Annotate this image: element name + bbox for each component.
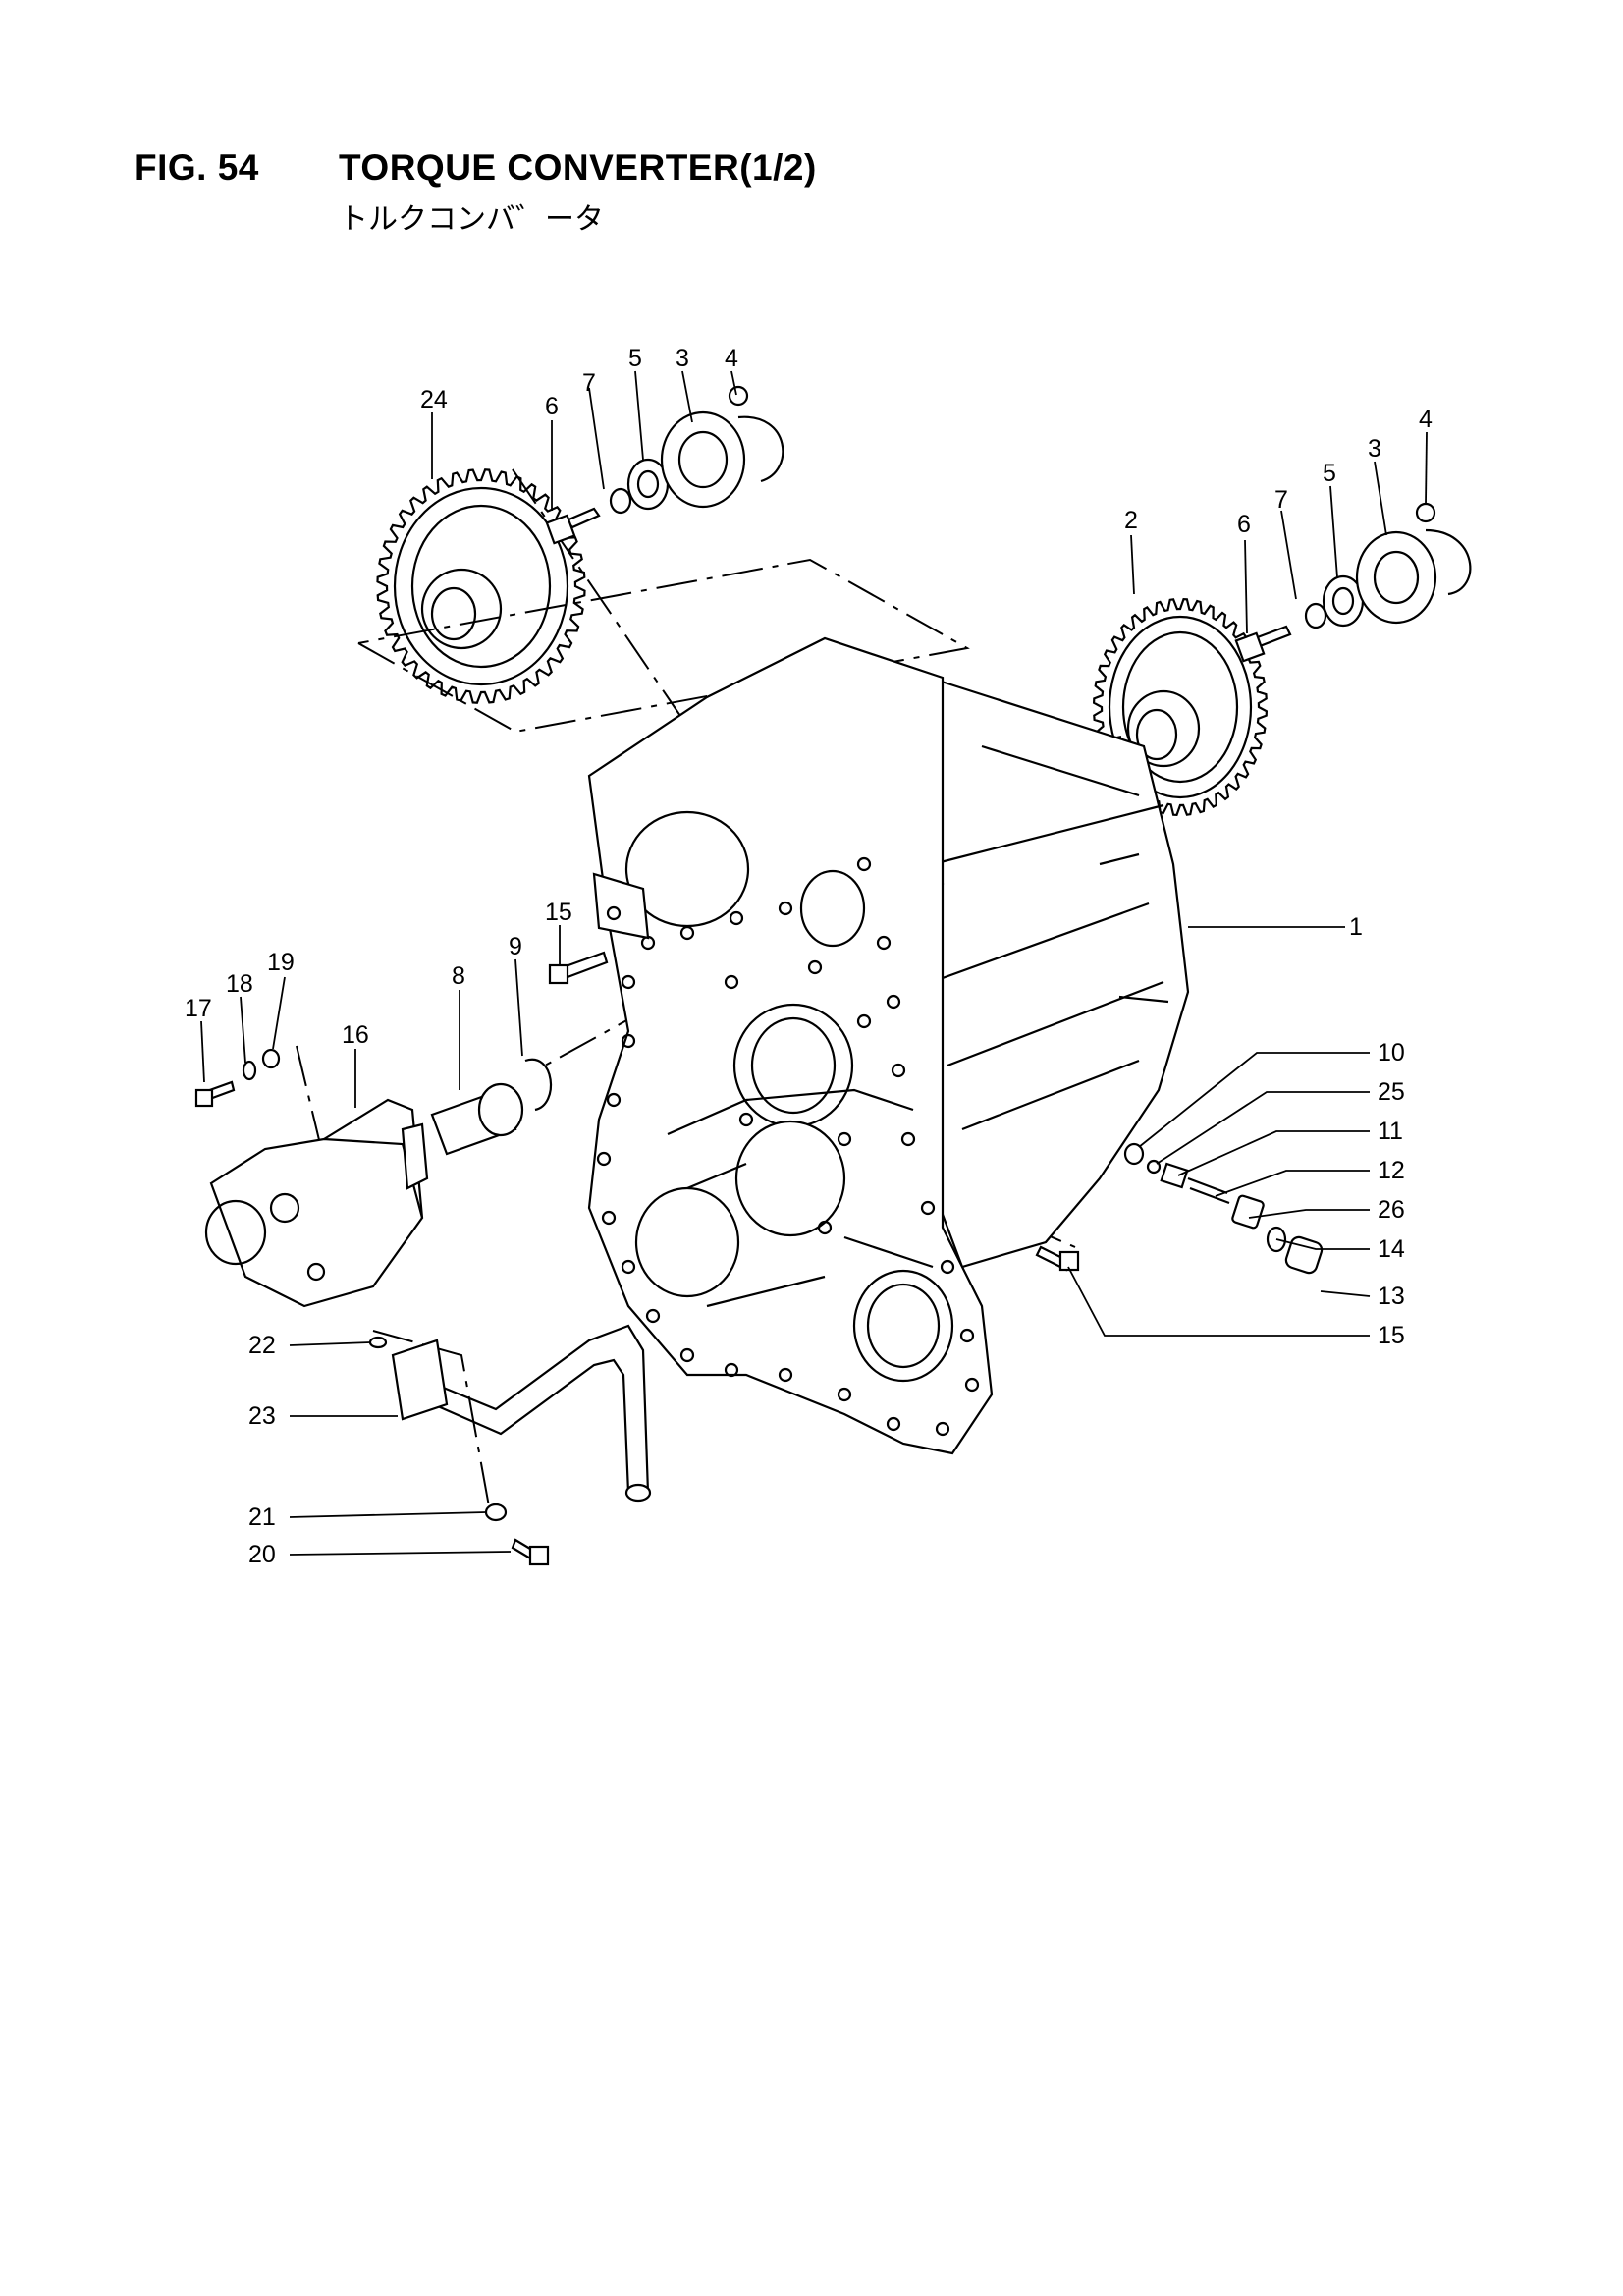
callout-12: 12 xyxy=(1378,1157,1405,1184)
callout-22: 22 xyxy=(248,1332,276,1359)
figure-title: TORQUE CONVERTER(1/2) xyxy=(339,147,817,188)
bolt-hole xyxy=(679,1347,695,1363)
bolt-hole xyxy=(964,1377,980,1393)
callout-16: 16 xyxy=(342,1021,369,1049)
bolt-hole xyxy=(891,1063,906,1078)
callout-6: 6 xyxy=(545,393,559,420)
callout-17: 17 xyxy=(185,995,212,1022)
callout-10: 10 xyxy=(1378,1039,1405,1066)
bolt-hole xyxy=(621,1033,636,1049)
bolt-hole xyxy=(935,1421,950,1437)
figure-number: FIG. 54 xyxy=(135,147,259,188)
spline-shaft-8 xyxy=(430,1082,524,1156)
callout-15: 15 xyxy=(1378,1322,1405,1349)
bolt-hole xyxy=(959,1328,975,1343)
callout-18: 18 xyxy=(226,970,253,998)
callout-9: 9 xyxy=(509,933,522,960)
bolt-hole xyxy=(778,1367,793,1383)
torque-converter-housing xyxy=(587,636,1190,1455)
bolt-hole xyxy=(920,1200,936,1216)
callout-5: 5 xyxy=(1323,460,1336,487)
bolt-hole xyxy=(837,1387,852,1402)
callout-11: 11 xyxy=(1378,1118,1403,1145)
leader-lines xyxy=(200,370,1428,1556)
callout-4: 4 xyxy=(1419,406,1433,433)
bolt-hole xyxy=(856,856,872,872)
washer-21 xyxy=(484,1503,508,1522)
bolt-15b xyxy=(1035,1245,1080,1272)
pipe-23 xyxy=(391,1324,652,1503)
bolt-hole xyxy=(837,1131,852,1147)
bolt-hole xyxy=(886,994,901,1010)
bolt-15a xyxy=(548,951,609,985)
callout-2: 2 xyxy=(1124,507,1138,534)
bolt-hole xyxy=(724,974,739,990)
callout-labels: 24 6 7 5 3 4 2 6 7 5 3 4 1 15 8 9 17 18 … xyxy=(185,345,1433,1568)
bolt-hole xyxy=(679,925,695,941)
plug-assembly xyxy=(1123,1142,1324,1275)
callout-8: 8 xyxy=(452,962,465,990)
callout-4: 4 xyxy=(725,345,738,372)
bolt-hole xyxy=(817,1220,833,1235)
bolt-hole xyxy=(724,1362,739,1378)
bolt-hole xyxy=(856,1013,872,1029)
bearing-set-b xyxy=(1234,502,1472,663)
small-parts-17-18-19 xyxy=(194,1048,281,1108)
figure-subtitle: トルクコンバ゛ータ xyxy=(339,202,604,237)
snap-ring-9 xyxy=(524,1058,553,1112)
callout-1: 1 xyxy=(1349,913,1363,941)
callout-14: 14 xyxy=(1378,1235,1405,1263)
callout-23: 23 xyxy=(248,1402,276,1430)
bearing-set-a xyxy=(545,385,784,545)
pump-assembly xyxy=(204,1098,429,1308)
gear-24 xyxy=(376,468,586,704)
callout-6: 6 xyxy=(1237,511,1251,538)
callout-24: 24 xyxy=(420,386,448,413)
bolt-hole xyxy=(601,1210,617,1226)
bolt-hole xyxy=(738,1112,754,1127)
callout-7: 7 xyxy=(582,369,596,397)
bolt-20 xyxy=(511,1538,550,1566)
bolt-hole xyxy=(900,1131,916,1147)
bolt-hole xyxy=(807,959,823,975)
callout-19: 19 xyxy=(267,949,295,976)
bolt-hole xyxy=(621,974,636,990)
callout-5: 5 xyxy=(628,345,642,372)
callout-7: 7 xyxy=(1274,486,1288,514)
callout-21: 21 xyxy=(248,1503,276,1531)
o-ring-22 xyxy=(368,1336,388,1349)
callout-20: 20 xyxy=(248,1541,276,1568)
callout-13: 13 xyxy=(1378,1283,1405,1310)
bolt-hole xyxy=(729,910,744,926)
bolt-hole xyxy=(596,1151,612,1167)
bolt-hole xyxy=(876,935,892,951)
callout-3: 3 xyxy=(1368,435,1381,463)
callout-26: 26 xyxy=(1378,1196,1405,1224)
bolt-hole xyxy=(778,901,793,916)
bolt-hole xyxy=(645,1308,661,1324)
bolt-hole xyxy=(606,1092,622,1108)
callout-3: 3 xyxy=(676,345,689,372)
bolt-hole xyxy=(621,1259,636,1275)
bolt-hole xyxy=(940,1259,955,1275)
callout-15: 15 xyxy=(545,899,572,926)
bolt-hole xyxy=(886,1416,901,1432)
callout-25: 25 xyxy=(1378,1078,1405,1106)
